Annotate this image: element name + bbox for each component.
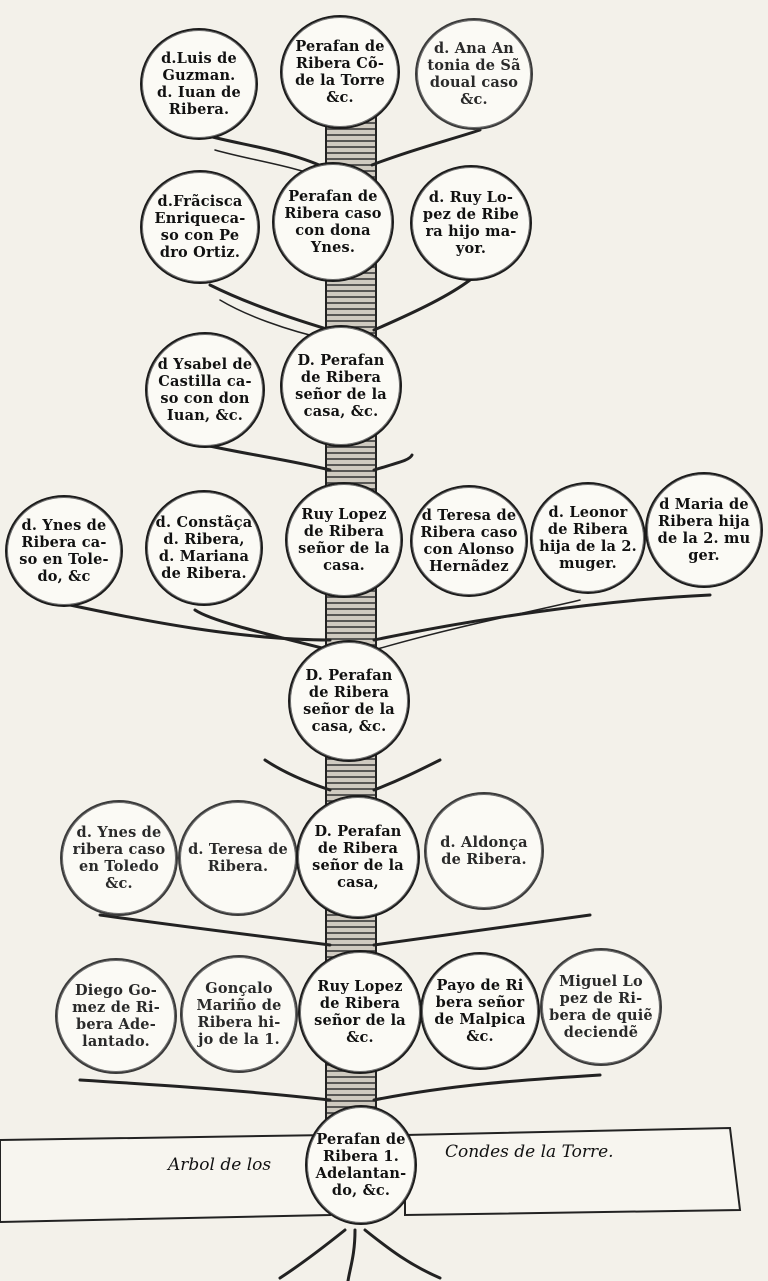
node-perafan-senor-3: D. Perafan de Ribera señor de la casa, bbox=[296, 795, 420, 919]
node-constanza-mariana: d. Constãça d. Ribera, d. Mariana de Rib… bbox=[145, 490, 263, 606]
node-miguel-lopez: Miguel Lo pez de Ri- bera de quiẽ decien… bbox=[540, 948, 662, 1066]
node-luis-de-guzman: d.Luis de Guzman. d. Iuan de Ribera. bbox=[140, 28, 258, 140]
node-ruy-lopez-senor-1: Ruy Lopez de Ribera señor de la casa. bbox=[285, 482, 403, 598]
node-aldonza-de-ribera: d. Aldonça de Ribera. bbox=[424, 792, 544, 910]
node-perafan-dona-ynes: Perafan de Ribera caso con dona Ynes. bbox=[272, 162, 394, 282]
node-perafan-senor-1: D. Perafan de Ribera señor de la casa, &… bbox=[280, 325, 402, 447]
node-diego-gomez: Diego Go- mez de Ri- bera Ade- lantado. bbox=[55, 958, 177, 1074]
banner-left-text: Arbol de los bbox=[168, 1155, 272, 1175]
branches bbox=[68, 128, 712, 1281]
node-payo-de-ribera: Payo de Ri bera señor de Malpica &c. bbox=[420, 952, 540, 1070]
node-perafan-conde: Perafan de Ribera Cõ- de la Torre &c. bbox=[280, 15, 400, 129]
node-ynes-toledo-2: d. Ynes de ribera caso en Toledo &c. bbox=[60, 800, 178, 916]
node-leonor-de-ribera: d. Leonor de Ribera hija de la 2. muger. bbox=[530, 482, 646, 594]
node-perafan-adelantado: Perafan de Ribera 1. Adelantan- do, &c. bbox=[305, 1105, 417, 1225]
node-francisca-enriquez: d.Frãcisca Enriqueca- so con Pe dro Orti… bbox=[140, 170, 260, 284]
node-gonzalo-marino: Gonçalo Mariño de Ribera hi- jo de la 1. bbox=[180, 955, 298, 1073]
node-maria-de-ribera: d Maria de Ribera hija de la 2. mu ger. bbox=[645, 472, 763, 588]
node-ruy-lopez-senor-2: Ruy Lopez de Ribera señor de la &c. bbox=[298, 950, 422, 1074]
node-ysabel-de-castilla: d Ysabel de Castilla ca- so con don Iuan… bbox=[145, 332, 265, 448]
banner-right-text: Condes de la Torre. bbox=[445, 1142, 614, 1162]
node-teresa-de-ribera: d. Teresa de Ribera. bbox=[178, 800, 298, 916]
node-ana-antonia: d. Ana An tonia de Sã doual caso &c. bbox=[415, 18, 533, 130]
node-ruy-lopez-hijo-mayor: d. Ruy Lo- pez de Ribe ra hijo ma- yor. bbox=[410, 165, 532, 281]
node-teresa-alonso: d Teresa de Ribera caso con Alonso Hernã… bbox=[410, 485, 528, 597]
node-ynes-toledo-1: d. Ynes de Ribera ca- so en Tole- do, &c bbox=[5, 495, 123, 607]
node-perafan-senor-2: D. Perafan de Ribera señor de la casa, &… bbox=[288, 640, 410, 762]
